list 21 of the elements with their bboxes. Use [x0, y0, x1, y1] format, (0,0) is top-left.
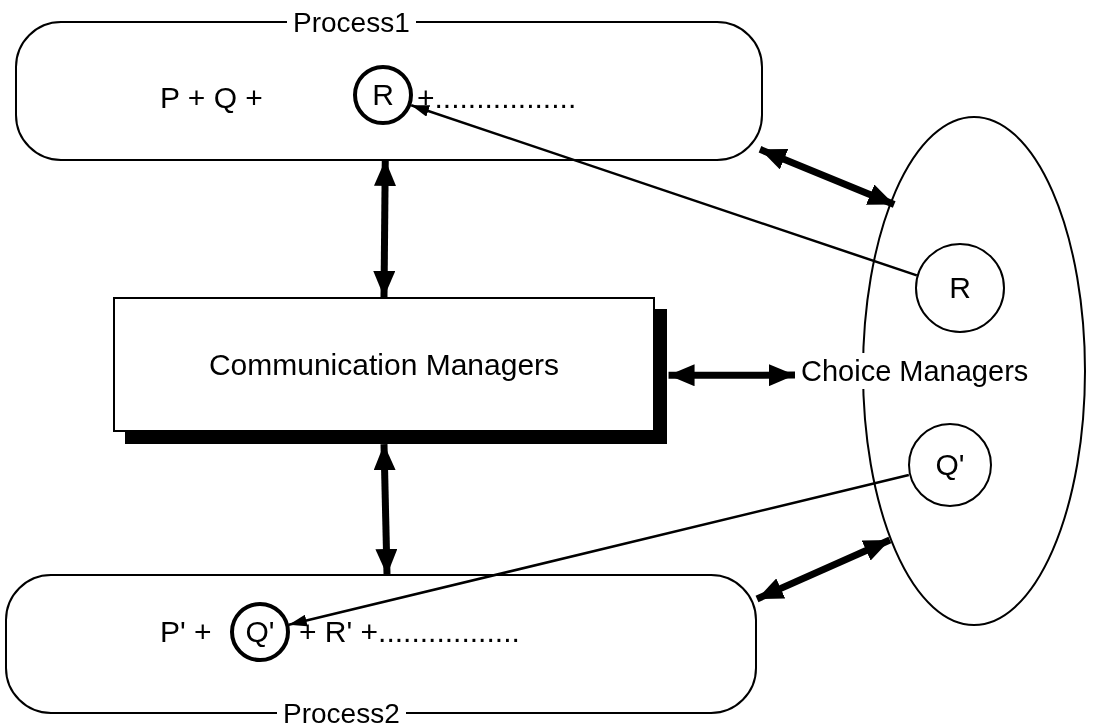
expression-text: + R' +................. [299, 614, 520, 650]
arrow [755, 536, 892, 603]
arrow [758, 146, 896, 208]
choice-circle [915, 243, 1005, 333]
choice-circle [908, 423, 992, 507]
term-label: R [372, 77, 394, 113]
arrow [373, 159, 396, 298]
circled-term [353, 65, 413, 125]
expression-text: +................. [417, 80, 577, 116]
arrow [410, 104, 918, 277]
expression-text: P' + [160, 614, 212, 650]
process-box [5, 573, 757, 726]
choice-label: Choice Managers [801, 353, 1029, 389]
expression-text: P + Q + [160, 80, 263, 116]
arrow [288, 473, 910, 627]
circled-term [230, 602, 290, 662]
term-label: Q' [245, 614, 275, 650]
term-label: R [949, 270, 971, 306]
arrow [373, 444, 398, 576]
box-label: Communication Managers [208, 347, 560, 382]
term-label: Q' [935, 447, 965, 483]
